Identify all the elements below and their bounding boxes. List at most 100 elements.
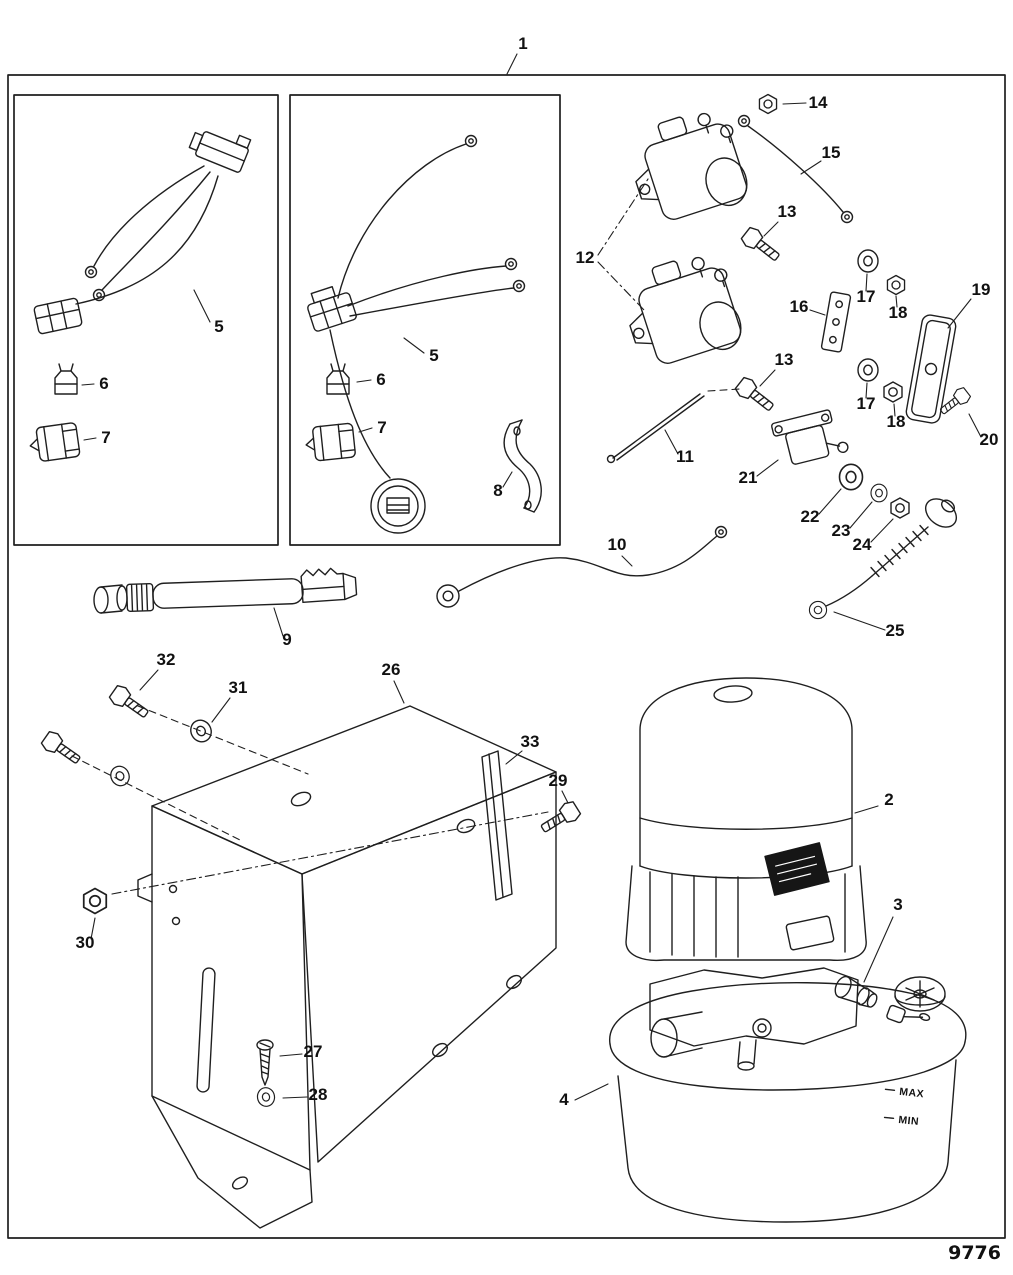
part-27-screw — [256, 1039, 274, 1086]
svg-text:31: 31 — [229, 678, 248, 697]
callout-8: 8 — [493, 471, 513, 500]
part-5-harness-right — [307, 134, 526, 534]
figure-frame: 1 — [7, 34, 1006, 1239]
callout-3: 3 — [863, 895, 903, 983]
svg-text:6: 6 — [376, 370, 385, 389]
svg-text:33: 33 — [521, 732, 540, 751]
bracket-cluster: 32 31 26 33 29 30 27 28 — [39, 650, 583, 1229]
part-7-connector-right — [303, 422, 357, 463]
callout-18-lower: 18 — [887, 403, 906, 431]
reservoir-markings: MAX MIN — [883, 1086, 925, 1128]
part-4-reservoir: MAX MIN — [609, 981, 967, 1223]
part-28-washer — [255, 1085, 277, 1109]
part-23-washer — [870, 483, 888, 503]
svg-text:16: 16 — [790, 297, 809, 316]
part-15-jumper-wire — [737, 114, 854, 224]
callout-17-upper: 17 — [857, 273, 875, 306]
svg-text:20: 20 — [980, 430, 999, 449]
min-marking: MIN — [898, 1114, 920, 1128]
callout-12: 12 — [576, 175, 651, 311]
motor-label — [764, 842, 830, 896]
part-8-bracket — [503, 419, 542, 513]
svg-text:29: 29 — [549, 771, 568, 790]
svg-text:18: 18 — [887, 412, 906, 431]
callout-label: 1 — [518, 34, 527, 53]
callout-24: 24 — [853, 518, 894, 554]
callout-33: 33 — [505, 732, 540, 765]
svg-text:28: 28 — [309, 1085, 328, 1104]
svg-text:21: 21 — [739, 468, 758, 487]
callout-27: 27 — [279, 1042, 323, 1061]
callout-21: 21 — [739, 459, 779, 487]
callout-1: 1 — [506, 34, 528, 75]
switch-cluster: 21 22 23 24 25 — [739, 409, 957, 640]
callout-20: 20 — [968, 413, 999, 449]
svg-text:13: 13 — [778, 202, 797, 221]
svg-text:18: 18 — [889, 303, 908, 322]
callout-19: 19 — [947, 280, 990, 329]
callout-23: 23 — [832, 501, 873, 540]
svg-text:14: 14 — [809, 93, 828, 112]
drain-valve — [886, 1004, 931, 1024]
part-25-cable — [808, 498, 957, 620]
svg-text:27: 27 — [304, 1042, 323, 1061]
callout-13-upper: 13 — [763, 202, 797, 237]
svg-text:15: 15 — [822, 143, 841, 162]
pump-manifold — [649, 967, 859, 1071]
part-11-rod — [606, 388, 741, 464]
callout-30: 30 — [76, 917, 96, 952]
callout-9: 9 — [273, 607, 292, 649]
part-19-cover-plate — [905, 314, 957, 424]
callout-16: 16 — [790, 297, 826, 316]
part-21-switch — [771, 409, 849, 465]
part-13-bolt-upper — [738, 224, 785, 267]
callout-10: 10 — [608, 535, 633, 567]
part-33-strip — [481, 750, 513, 901]
part-22-washer — [838, 463, 864, 491]
callout-22: 22 — [801, 488, 842, 526]
svg-text:8: 8 — [493, 481, 502, 500]
svg-text:6: 6 — [99, 374, 108, 393]
part-6-fuse-left — [54, 363, 78, 395]
svg-text:7: 7 — [377, 418, 386, 437]
callout-13-lower: 13 — [759, 350, 793, 387]
svg-text:26: 26 — [382, 660, 401, 679]
callout-25: 25 — [833, 611, 905, 640]
svg-text:32: 32 — [157, 650, 176, 669]
callout-32: 32 — [139, 650, 176, 691]
callout-31: 31 — [211, 678, 248, 723]
callout-7-right: 7 — [358, 418, 387, 437]
svg-text:5: 5 — [429, 346, 438, 365]
svg-text:3: 3 — [893, 895, 902, 914]
callout-5-right: 5 — [403, 337, 439, 365]
part-30-nut — [82, 887, 108, 915]
callout-11: 11 — [664, 429, 694, 466]
svg-text:4: 4 — [559, 1090, 569, 1109]
part-12-solenoid-lower — [614, 245, 750, 376]
pump-assembly: MAX MIN 2 3 4 — [559, 677, 967, 1223]
svg-text:12: 12 — [576, 248, 595, 267]
part-31-washer-second — [106, 762, 134, 790]
part-18-nut-upper — [886, 274, 906, 296]
part-17-washer-upper — [857, 249, 879, 273]
part-32-bolt-second — [39, 728, 85, 770]
part-16-plate — [820, 291, 852, 353]
part-9-tube-assembly: 9 — [93, 567, 358, 649]
svg-text:30: 30 — [76, 933, 95, 952]
part-18-nut-lower — [883, 381, 903, 403]
svg-text:9: 9 — [282, 630, 291, 649]
svg-text:11: 11 — [676, 447, 694, 466]
part-14-nut — [758, 93, 778, 115]
callout-5-left: 5 — [193, 289, 224, 336]
svg-text:24: 24 — [853, 535, 872, 554]
fill-cap — [894, 976, 946, 1012]
callout-15: 15 — [800, 143, 841, 175]
part-24-nut — [890, 497, 910, 519]
part-5-harness-left — [33, 131, 252, 335]
svg-text:23: 23 — [832, 521, 851, 540]
part-31-washer — [186, 715, 216, 747]
inset-box-right: 5 6 7 8 — [289, 94, 561, 546]
inset-box-left: 5 6 7 — [13, 94, 279, 546]
svg-text:25: 25 — [886, 621, 905, 640]
